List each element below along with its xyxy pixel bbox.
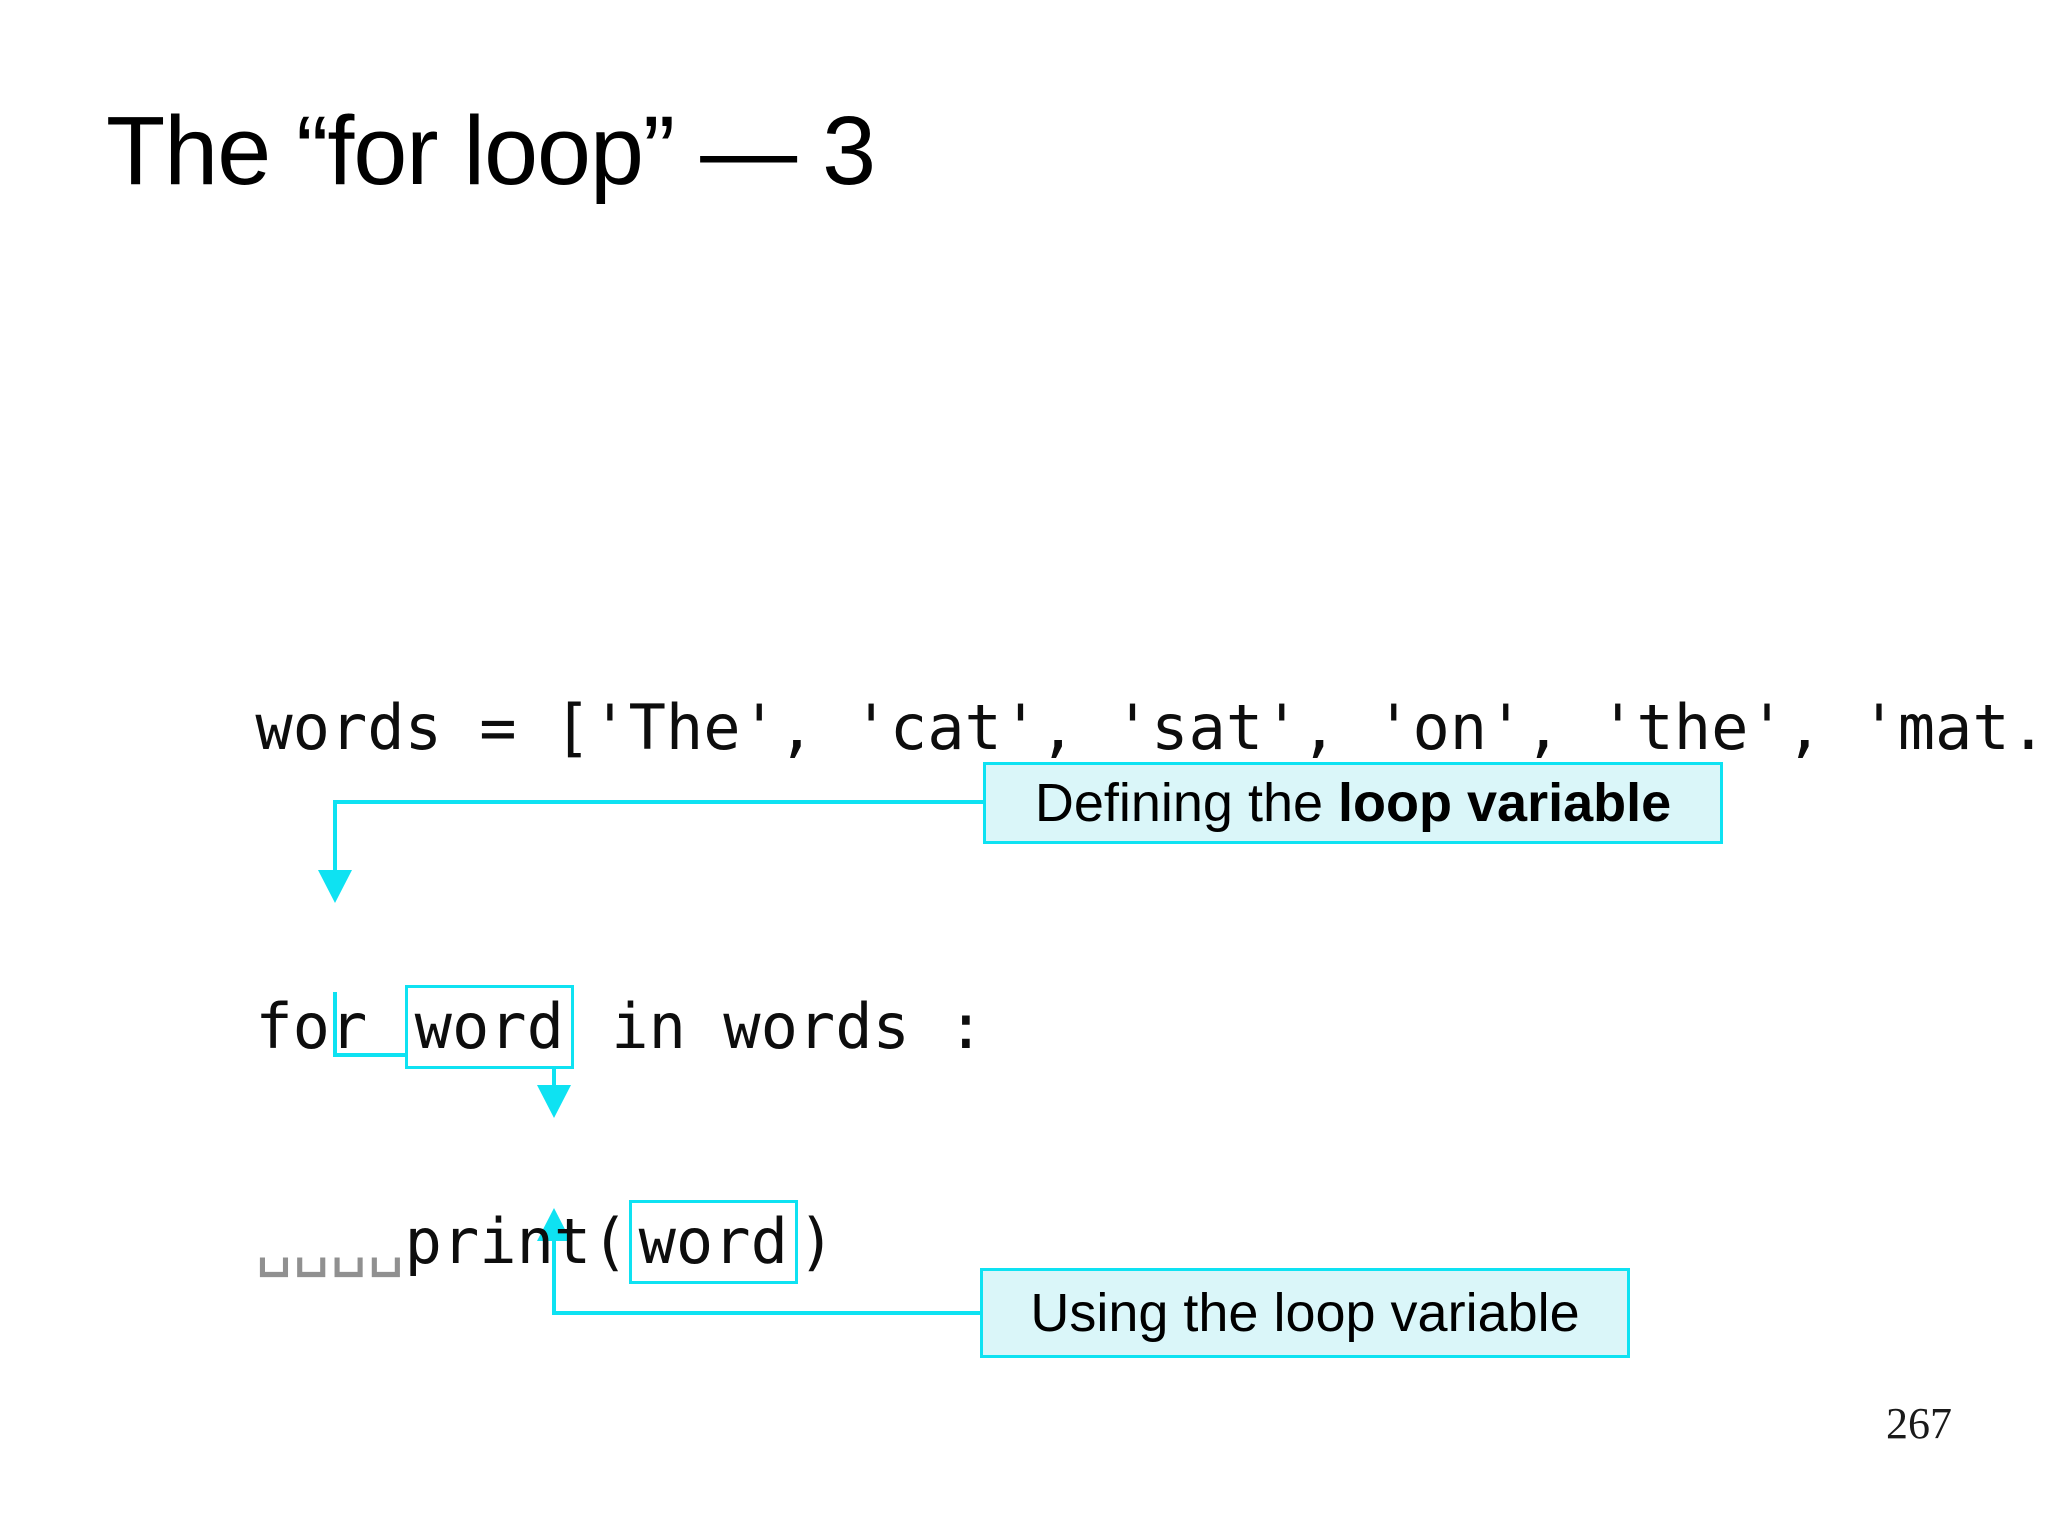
callout-using-loop-variable: Using the loop variable [980, 1268, 1630, 1358]
code-line-for-statement: for word in words : [106, 910, 985, 1144]
callout-defining-text: Defining the [1034, 773, 1339, 833]
page-title: The “for loop” — 3 [106, 96, 876, 205]
code-print-prefix: print( [404, 1205, 629, 1278]
code-for-prefix: for [255, 990, 405, 1063]
page-number: 267 [1886, 1399, 1952, 1448]
callout-defining-bold-text: loop variable [1338, 773, 1672, 833]
callout-defining-loop-variable: Defining the loop variable [983, 762, 1723, 844]
callout-using-text: Using the loop variable [1030, 1283, 1580, 1343]
code-line-words-list: words = ['The', 'cat', 'sat', 'on', 'the… [106, 615, 2048, 840]
arrowhead-down-icon [318, 870, 352, 903]
code-line-print-statement: ␣␣␣␣print(word) [106, 1125, 835, 1359]
code-print-suffix: ) [797, 1205, 836, 1278]
code-for-suffix: in words : [573, 990, 985, 1063]
indent-space-glyphs: ␣␣␣␣ [255, 1205, 405, 1278]
code-text-words-list: words = ['The', 'cat', 'sat', 'on', 'the… [255, 691, 2048, 764]
loop-variable-box-definition: word [404, 985, 574, 1069]
loop-variable-box-usage: word [628, 1200, 798, 1284]
